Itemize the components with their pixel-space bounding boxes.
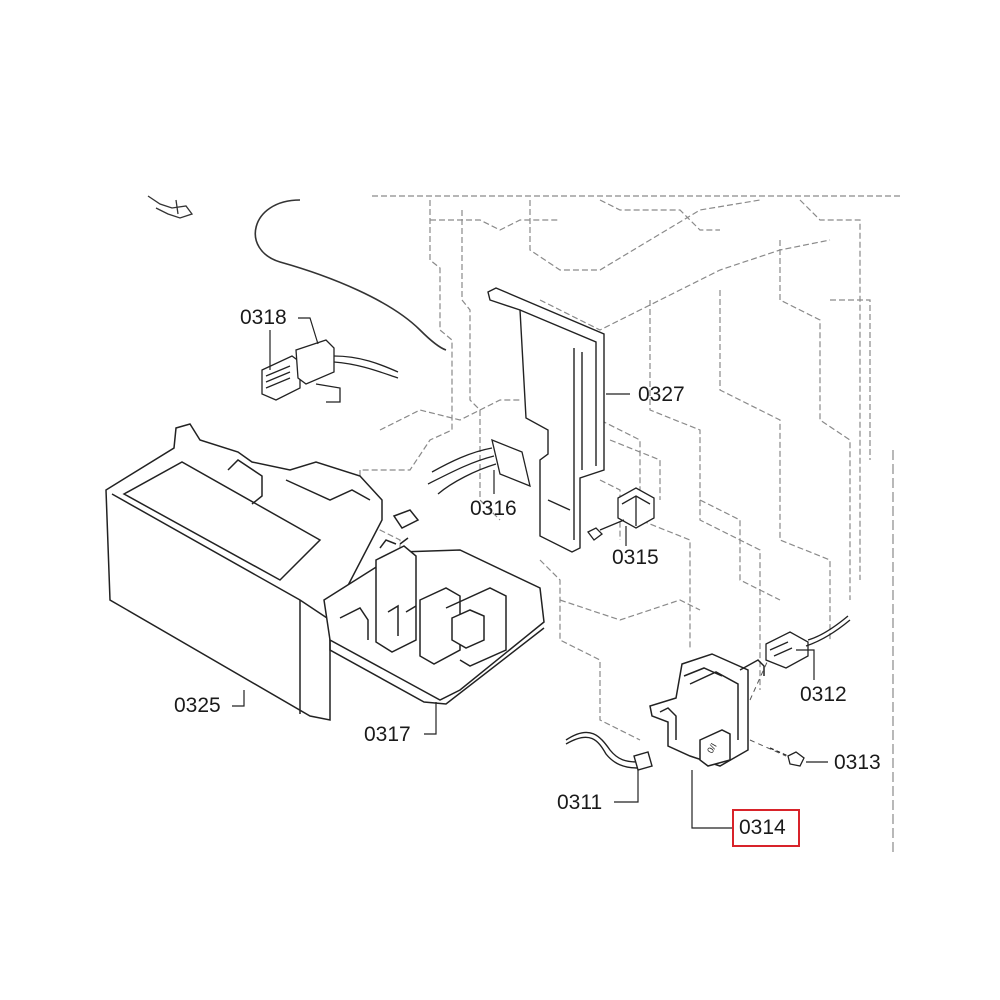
leader-lines [232, 317, 828, 829]
leader-0311 [614, 770, 639, 803]
part-0318-drawing [261, 339, 399, 403]
cable-0318 [254, 199, 447, 351]
label-part-0312: 0312 [800, 683, 847, 706]
leader-0318 [298, 317, 319, 345]
label-part-0317: 0317 [364, 723, 411, 746]
part-0314-drawing [649, 653, 765, 767]
part-0315-drawing [587, 487, 655, 541]
label-part-0318: 0318 [240, 306, 287, 329]
label-part-0315: 0315 [612, 546, 659, 569]
leader-0317 [424, 702, 437, 735]
leader-0312 [796, 649, 815, 680]
label-part-0314: 0314 [739, 816, 786, 839]
part-0313-drawing [769, 747, 805, 767]
highlight-box-part-0314[interactable]: 0314 [732, 809, 800, 847]
label-part-0327: 0327 [638, 383, 685, 406]
part-0312-drawing [765, 615, 851, 669]
label-part-0316: 0316 [470, 497, 517, 520]
leader-0314 [691, 770, 734, 829]
part-0311-drawing [565, 731, 653, 771]
machine-frame-outline [359, 195, 900, 741]
leader-0325 [232, 690, 245, 707]
label-part-0311: 0311 [557, 791, 603, 814]
dashed-assembly-lines [749, 659, 787, 757]
label-part-0313: 0313 [834, 751, 881, 774]
button-0i-glyph: 0/I [705, 741, 719, 755]
part-0325-drawing [105, 423, 383, 721]
partial-part-top-left [147, 195, 194, 219]
part-0317-drawing [323, 509, 545, 705]
label-part-0325: 0325 [174, 694, 221, 717]
part-0316-drawing [427, 438, 531, 495]
part-0327-drawing [487, 287, 605, 553]
